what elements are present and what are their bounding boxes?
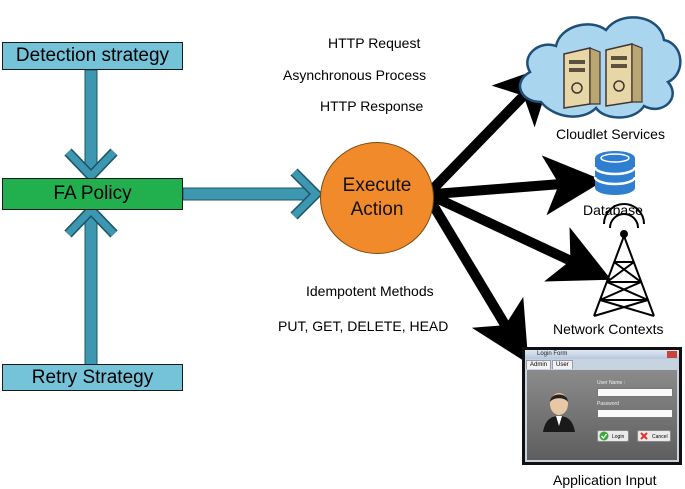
application-input-label: Application Input <box>553 472 657 488</box>
server-icon <box>563 47 601 109</box>
tab-user: User <box>552 360 573 369</box>
antenna-tower-icon <box>593 203 655 317</box>
retry-strategy-box: Retry Strategy <box>2 364 183 391</box>
idempotent-methods-label: Idempotent Methods <box>306 283 434 299</box>
async-process-label: Asynchronous Process <box>283 67 427 83</box>
detection-strategy-box: Detection strategy <box>2 42 183 70</box>
username-field <box>597 388 673 397</box>
arrow-to-cloudlet <box>426 63 555 196</box>
close-icon <box>667 351 677 358</box>
arrow-to-application <box>425 197 529 364</box>
methods-list-label: PUT, GET, DELETE, HEAD <box>278 318 449 334</box>
database-icon <box>593 151 637 195</box>
login-panel: User Name : Password Login Cancel <box>527 370 677 460</box>
http-response-label: HTTP Response <box>320 98 424 114</box>
server-icon <box>605 43 643 107</box>
password-field <box>597 409 673 418</box>
check-icon <box>599 431 609 441</box>
cloudlet-services-label: Cloudlet Services <box>556 126 665 142</box>
detection-to-policy-arrow <box>64 69 118 184</box>
execute-action-line2: Action <box>350 199 404 220</box>
user-avatar-icon <box>543 393 575 432</box>
cancel-icon <box>640 432 648 440</box>
password-label: Password <box>597 401 619 407</box>
fa-policy-box: FA Policy <box>2 178 183 210</box>
login-tabs: Admin User <box>526 360 574 369</box>
cloud-icon <box>518 16 682 119</box>
tab-admin: Admin <box>526 360 552 369</box>
execute-action-node: Execute Action <box>320 142 434 254</box>
username-label: User Name : <box>597 380 626 386</box>
login-form-screenshot: Login Form Admin User User Name : Passwo… <box>522 347 682 465</box>
http-request-label: HTTP Request <box>328 35 421 51</box>
policy-to-action-arrow <box>182 168 324 220</box>
login-window-title: Login Form <box>525 350 679 359</box>
retry-to-policy-arrow <box>64 202 118 368</box>
execute-action-line1: Execute <box>342 175 412 197</box>
arrow-to-database <box>433 155 604 216</box>
cancel-button: Cancel <box>637 430 671 442</box>
database-label: Database <box>583 202 643 218</box>
network-contexts-label: Network Contexts <box>553 321 664 337</box>
arrow-to-network <box>429 191 612 282</box>
